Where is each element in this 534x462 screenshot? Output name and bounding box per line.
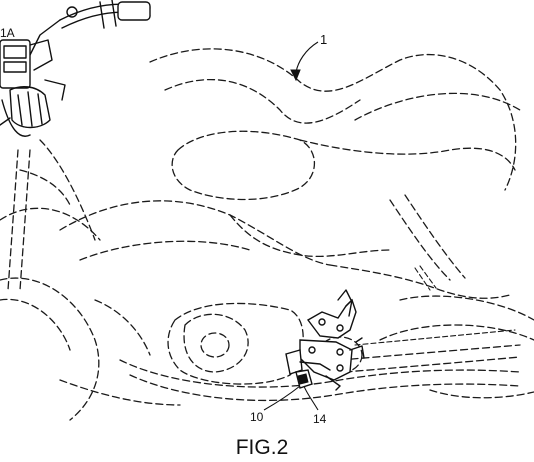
numeral-14: 14 — [313, 412, 327, 426]
numeral-1: 1 — [320, 32, 327, 47]
figure-caption: FIG.2 — [236, 436, 289, 459]
numeral-10: 10 — [250, 410, 264, 424]
reference-numerals: 1 1A 10 14 — [0, 26, 327, 426]
pedal-assembly — [285, 289, 365, 391]
numeral-1A: 1A — [0, 26, 15, 40]
handlebar-assembly — [0, 0, 151, 137]
motorcycle-outline — [0, 48, 534, 421]
